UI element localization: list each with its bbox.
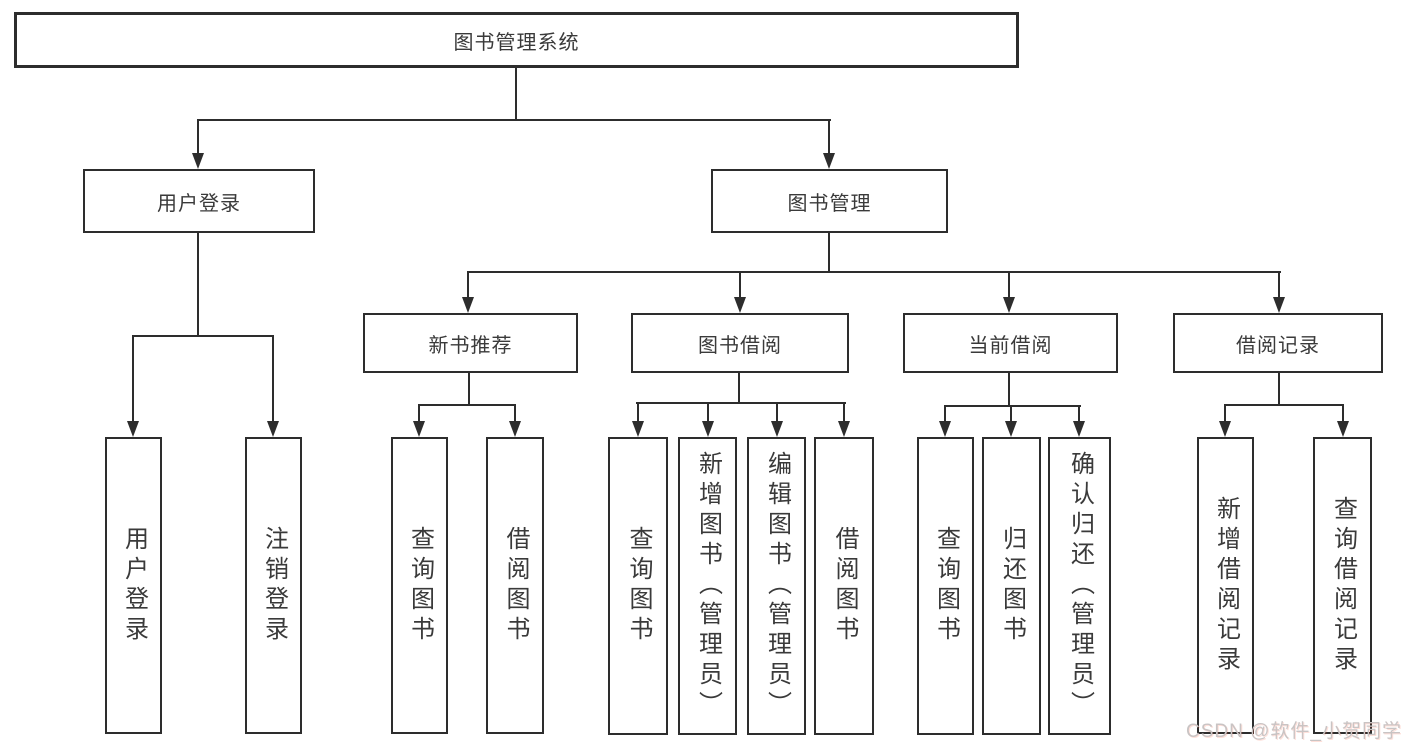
node-book-management: 图书管理 (711, 169, 948, 233)
connector-line (739, 271, 741, 299)
connector-line (467, 271, 1281, 273)
connector-line (515, 68, 517, 121)
connector-line (776, 402, 778, 423)
leaf-user-login: 用户登录 (105, 437, 162, 734)
leaf-borrow-books: 借阅图书 (814, 437, 874, 735)
node-new-book-recommend: 新书推荐 (363, 313, 578, 373)
connector-line (418, 404, 516, 406)
connector-line (738, 373, 740, 404)
connector-line (1008, 271, 1010, 299)
connector-line (1278, 271, 1280, 299)
node-book-borrowing: 图书借阅 (631, 313, 849, 373)
node-label: 新书推荐 (428, 334, 513, 357)
arrow-down-icon (509, 421, 521, 437)
connector-line (467, 271, 469, 299)
arrow-down-icon (771, 421, 783, 437)
connector-line (1224, 404, 1226, 423)
node-user-login: 用户登录 (83, 169, 315, 233)
arrow-down-icon (838, 421, 850, 437)
connector-line (418, 404, 420, 423)
node-current-borrowing: 当前借阅 (903, 313, 1118, 373)
leaf-query-borrow-record: 查询借阅记录 (1313, 437, 1372, 734)
connector-line (197, 119, 831, 121)
connector-line (132, 335, 274, 337)
connector-line (197, 233, 199, 337)
arrow-down-icon (702, 421, 714, 437)
connector-line (944, 405, 946, 423)
node-label: 借阅图书 (502, 525, 529, 646)
arrow-down-icon (939, 421, 951, 437)
arrow-down-icon (1005, 421, 1017, 437)
node-label: 图书管理系统 (453, 31, 580, 54)
arrow-down-icon (1219, 421, 1231, 437)
node-label: 查询图书 (625, 526, 652, 646)
node-library-system: 图书管理系统 (14, 12, 1019, 68)
node-label: 确认归还（管理员） (1066, 451, 1094, 721)
arrow-down-icon (1003, 297, 1015, 313)
connector-line (272, 335, 274, 423)
node-label: 用户登录 (120, 525, 148, 646)
node-label: 新增图书（管理员） (694, 451, 722, 721)
connector-line (636, 402, 846, 404)
node-label: 借阅记录 (1236, 334, 1320, 357)
connector-line (707, 402, 709, 423)
leaf-query-books-borrow: 查询图书 (608, 437, 668, 735)
connector-line (1078, 405, 1080, 423)
arrow-down-icon (1073, 421, 1085, 437)
connector-line (843, 402, 845, 423)
arrow-down-icon (632, 421, 644, 437)
connector-line (132, 335, 134, 423)
connector-line (468, 373, 470, 406)
connector-line (514, 404, 516, 423)
node-label: 图书借阅 (698, 334, 782, 357)
leaf-confirm-return-admin: 确认归还（管理员） (1048, 437, 1111, 735)
arrow-down-icon (462, 297, 474, 313)
arrow-down-icon (1337, 421, 1349, 437)
connector-line (1224, 404, 1344, 406)
connector-line (197, 119, 199, 155)
leaf-add-books-admin: 新增图书（管理员） (678, 437, 737, 735)
leaf-query-books-current: 查询图书 (917, 437, 974, 735)
node-label: 归还图书 (998, 526, 1026, 646)
node-label: 查询借阅记录 (1329, 495, 1357, 676)
leaf-return-books: 归还图书 (982, 437, 1041, 735)
leaf-add-borrow-record: 新增借阅记录 (1197, 437, 1254, 734)
node-label: 新增借阅记录 (1212, 495, 1240, 676)
node-label: 当前借阅 (968, 334, 1053, 357)
node-label: 查询图书 (932, 526, 960, 646)
leaf-borrow-books-recommend: 借阅图书 (486, 437, 544, 734)
watermark: CSDN @软件_小贺同学 (1186, 721, 1402, 742)
node-label: 注销登录 (260, 525, 288, 646)
node-borrowing-records: 借阅记录 (1173, 313, 1383, 373)
node-label: 图书管理 (787, 192, 872, 215)
node-label: 借阅图书 (831, 526, 858, 646)
connector-line (828, 233, 830, 273)
arrow-down-icon (267, 421, 279, 437)
node-label: 编辑图书（管理员） (763, 451, 791, 721)
arrow-down-icon (192, 153, 204, 169)
connector-line (637, 402, 639, 423)
connector-line (1008, 373, 1010, 407)
connector-line (1278, 373, 1280, 406)
arrow-down-icon (413, 421, 425, 437)
leaf-logout: 注销登录 (245, 437, 302, 734)
arrow-down-icon (734, 297, 746, 313)
connector-line (1010, 405, 1012, 423)
leaf-edit-books-admin: 编辑图书（管理员） (747, 437, 806, 735)
arrow-down-icon (1273, 297, 1285, 313)
connector-line (1342, 404, 1344, 423)
connector-line (944, 405, 1081, 407)
leaf-query-books-recommend: 查询图书 (391, 437, 448, 734)
node-label: 查询图书 (406, 525, 434, 646)
connector-line (828, 119, 830, 155)
node-label: 用户登录 (157, 192, 241, 215)
arrow-down-icon (823, 153, 835, 169)
arrow-down-icon (127, 421, 139, 437)
